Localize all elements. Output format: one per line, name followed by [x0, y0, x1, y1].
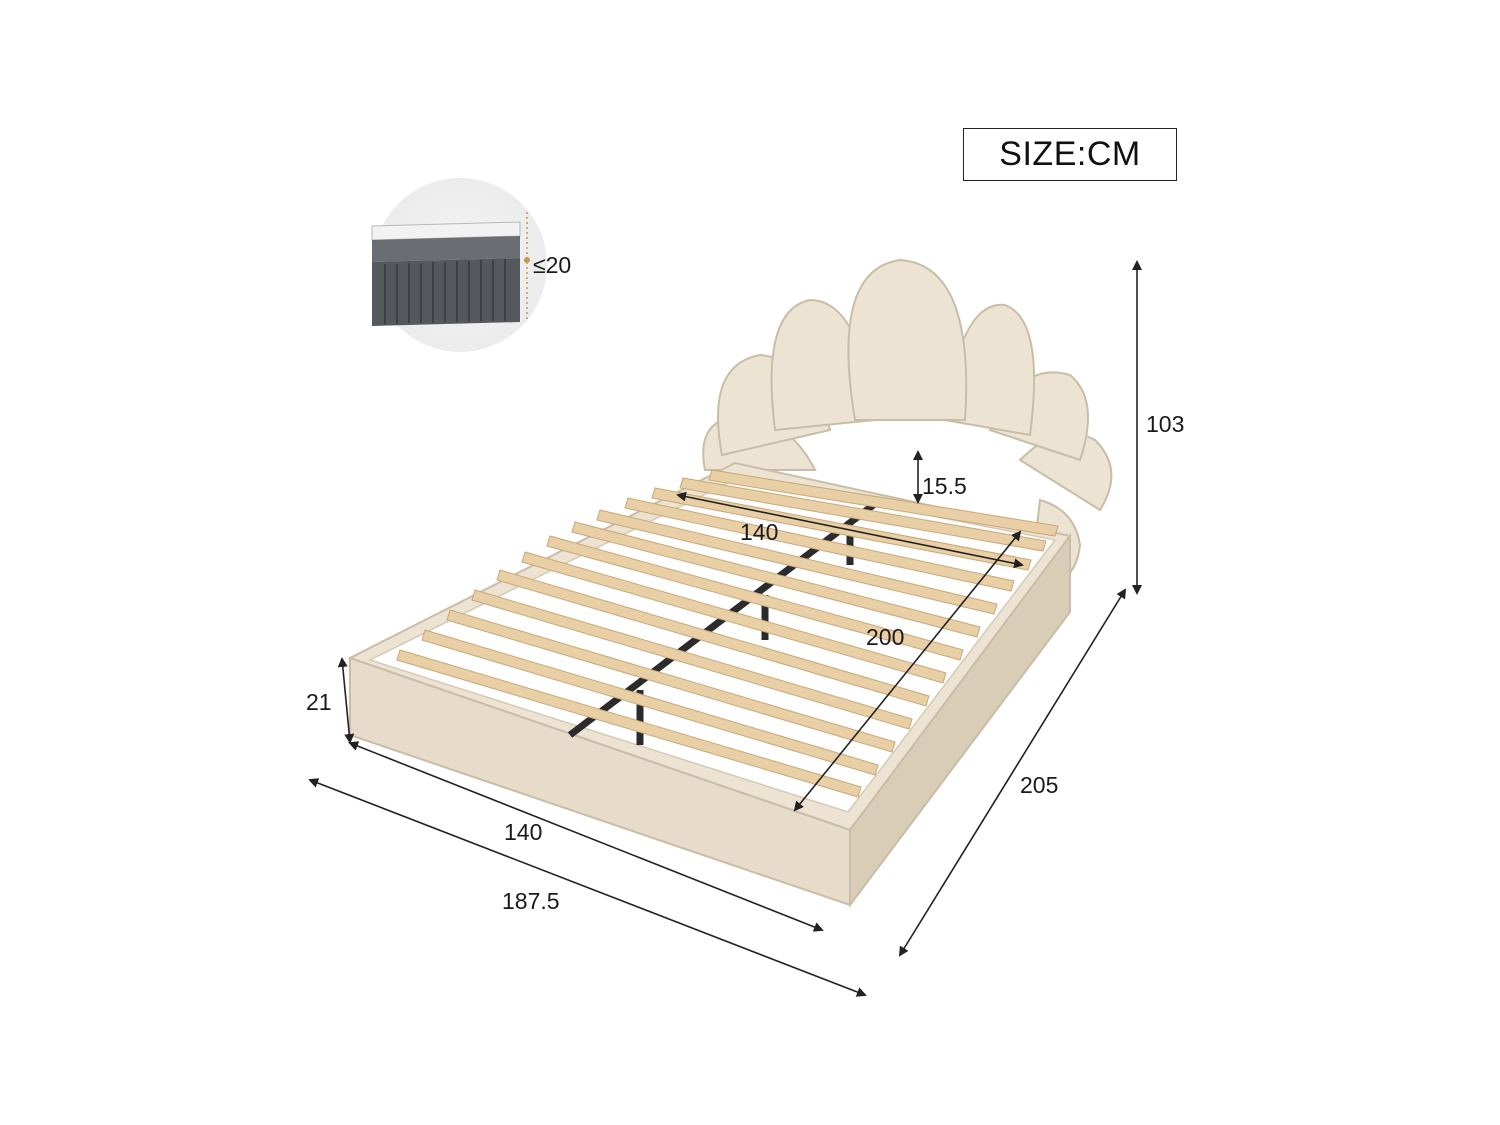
frame-height-label: 21	[306, 689, 332, 715]
headboard	[702, 258, 1113, 587]
headboard-height-label: 103	[1146, 411, 1184, 437]
outer-width-label: 140	[504, 819, 542, 845]
size-unit-label: SIZE:CM	[963, 128, 1177, 181]
headboard-gap-label: 15.5	[922, 473, 967, 499]
dimension-arrows	[308, 260, 1142, 997]
overall-length-arrow	[308, 778, 867, 997]
mattress-height-text: ≤20	[533, 252, 571, 278]
outer-length-arrow	[898, 588, 1127, 957]
inner-length-label: 200	[866, 624, 904, 650]
inner-width-label: 140	[740, 519, 778, 545]
frame-height-arrow	[337, 657, 355, 744]
overall-length-label: 187.5	[502, 888, 560, 914]
mattress-inset: ≤20	[371, 178, 571, 352]
outer-length-label: 205	[1020, 772, 1058, 798]
